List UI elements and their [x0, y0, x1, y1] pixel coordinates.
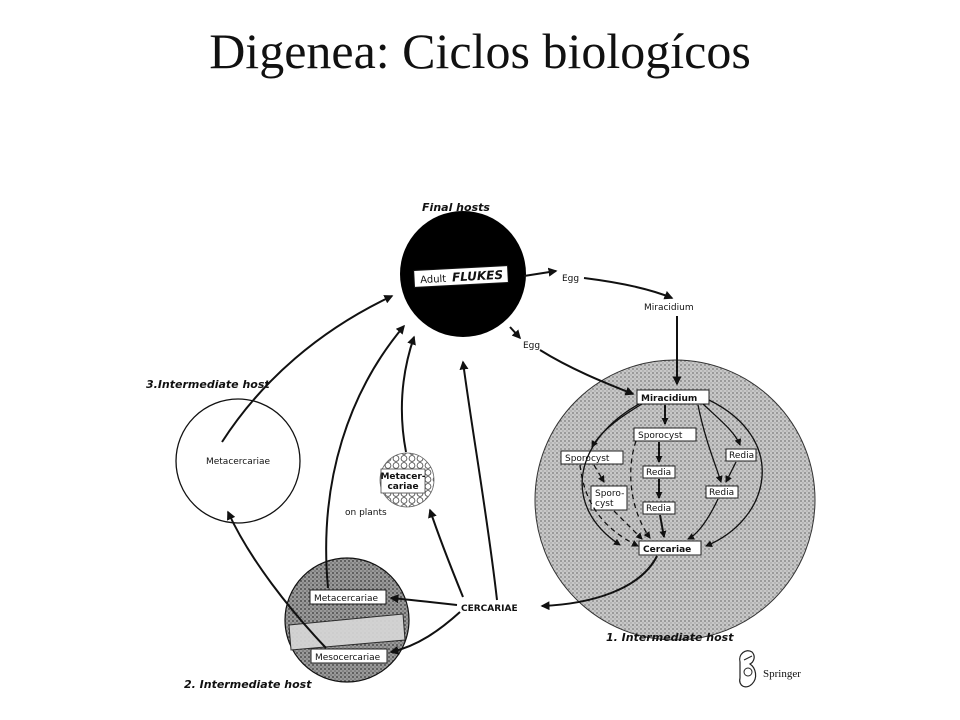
- svg-text:Cercariae: Cercariae: [643, 545, 691, 555]
- arrow-egg1-miracidium: [583, 277, 674, 300]
- final-hosts-label: Final hosts: [422, 201, 490, 214]
- svg-text:Redia: Redia: [646, 468, 671, 478]
- svg-text:Redia: Redia: [709, 488, 734, 498]
- egg-label-1: Egg: [562, 274, 579, 284]
- slide-title: Digenea: Ciclos biologícos: [209, 23, 751, 79]
- h1-redia-center-1-box: Redia: [642, 465, 676, 479]
- adult-label: Adult: [420, 274, 447, 286]
- svg-text:cariae: cariae: [387, 482, 418, 492]
- arrow-h2meso-host3: [227, 510, 327, 649]
- h1-sporocyst-center-box: Sporocyst: [633, 427, 697, 442]
- arrow-cercariae-h2meta: [389, 594, 458, 606]
- svg-text:Metacer-: Metacer-: [380, 472, 425, 482]
- h1-sporocyst-small-box: Sporo- cyst: [590, 485, 628, 511]
- arrow-sporsmall-cercariae: [613, 510, 643, 540]
- arrow-plant-final: [400, 335, 416, 453]
- svg-text:Redia: Redia: [729, 451, 754, 461]
- arrow-rediar2-cercariae: [687, 498, 719, 540]
- arrow-sporl-sporsmall: [593, 464, 605, 483]
- h1-redia-right-1-box: Redia: [725, 448, 757, 462]
- adult-flukes-box: Adult FLUKES: [413, 265, 509, 288]
- arrow-mira-redia-right: [702, 403, 742, 446]
- host2-label: 2. Intermediate host: [184, 678, 312, 691]
- host1-label: 1. Intermediate host: [606, 631, 734, 644]
- host3-circle: [175, 398, 301, 524]
- arrow-sporc-cercariae: [630, 440, 651, 539]
- host3-label: 3.Intermediate host: [146, 378, 270, 391]
- arrows: [221, 267, 763, 655]
- svg-text:Redia: Redia: [646, 504, 671, 514]
- plant-cyst-label-box: Metacer- cariae: [380, 468, 426, 494]
- arrow-cercariae-h2meso: [389, 611, 461, 655]
- arrow-egg2-host1: [539, 349, 635, 396]
- cercariae-free-label: CERCARIAE: [461, 604, 518, 614]
- arrow-mira-redia-right-2: [697, 404, 723, 483]
- arrow-h2meta-final: [325, 324, 405, 589]
- arrow-flukes-egg2: [509, 326, 522, 340]
- host2-band: [288, 613, 406, 651]
- arrow-redia2-cercariae: [659, 514, 667, 538]
- h1-sporocyst-left-box: Sporocyst: [560, 450, 624, 465]
- springer-logo: Springer: [739, 650, 801, 688]
- arrow-sporl-cercariae: [579, 464, 639, 547]
- arrow-cercariae-final-direct: [459, 360, 498, 601]
- svg-text:Adult FLUKES: Adult FLUKES: [420, 268, 504, 286]
- svg-text:Sporocyst: Sporocyst: [638, 431, 683, 441]
- svg-text:Mesocercariae: Mesocercariae: [315, 653, 381, 663]
- svg-text:Miracidium: Miracidium: [641, 394, 697, 404]
- arrow-mira-left-long: [581, 403, 640, 546]
- svg-text:Metacercariae: Metacercariae: [314, 594, 379, 604]
- h1-cercariae-box: Cercariae: [638, 540, 702, 556]
- egg-label-2: Egg: [523, 341, 540, 351]
- springer-wordmark: Springer: [763, 668, 801, 680]
- arrow-flukes-egg1: [523, 267, 558, 277]
- flukes-label: FLUKES: [452, 268, 504, 285]
- on-plants-label: on plants: [345, 508, 387, 518]
- arrow-mira-right-long: [705, 399, 763, 547]
- svg-text:cyst: cyst: [595, 499, 614, 509]
- h1-redia-center-2-box: Redia: [642, 501, 676, 515]
- host3-metacercariae-label: Metacercariae: [206, 457, 271, 467]
- arrow-cercariae-plant: [428, 508, 464, 598]
- h2-mesocercariae-box: Mesocercariae: [310, 648, 388, 664]
- springer-knight-icon: [739, 650, 757, 688]
- h1-redia-right-2-box: Redia: [705, 485, 739, 499]
- miracidium-outside-label: Miracidium: [644, 303, 694, 313]
- h1-miracidium-box: Miracidium: [636, 389, 710, 405]
- arrow-host1-free-cercariae: [540, 555, 658, 611]
- arrow-rediar1-rediar2: [725, 461, 737, 483]
- svg-text:Sporo-: Sporo-: [595, 489, 624, 499]
- arrow-host3-final: [221, 295, 394, 443]
- h2-metacercariae-box: Metacercariae: [309, 589, 387, 605]
